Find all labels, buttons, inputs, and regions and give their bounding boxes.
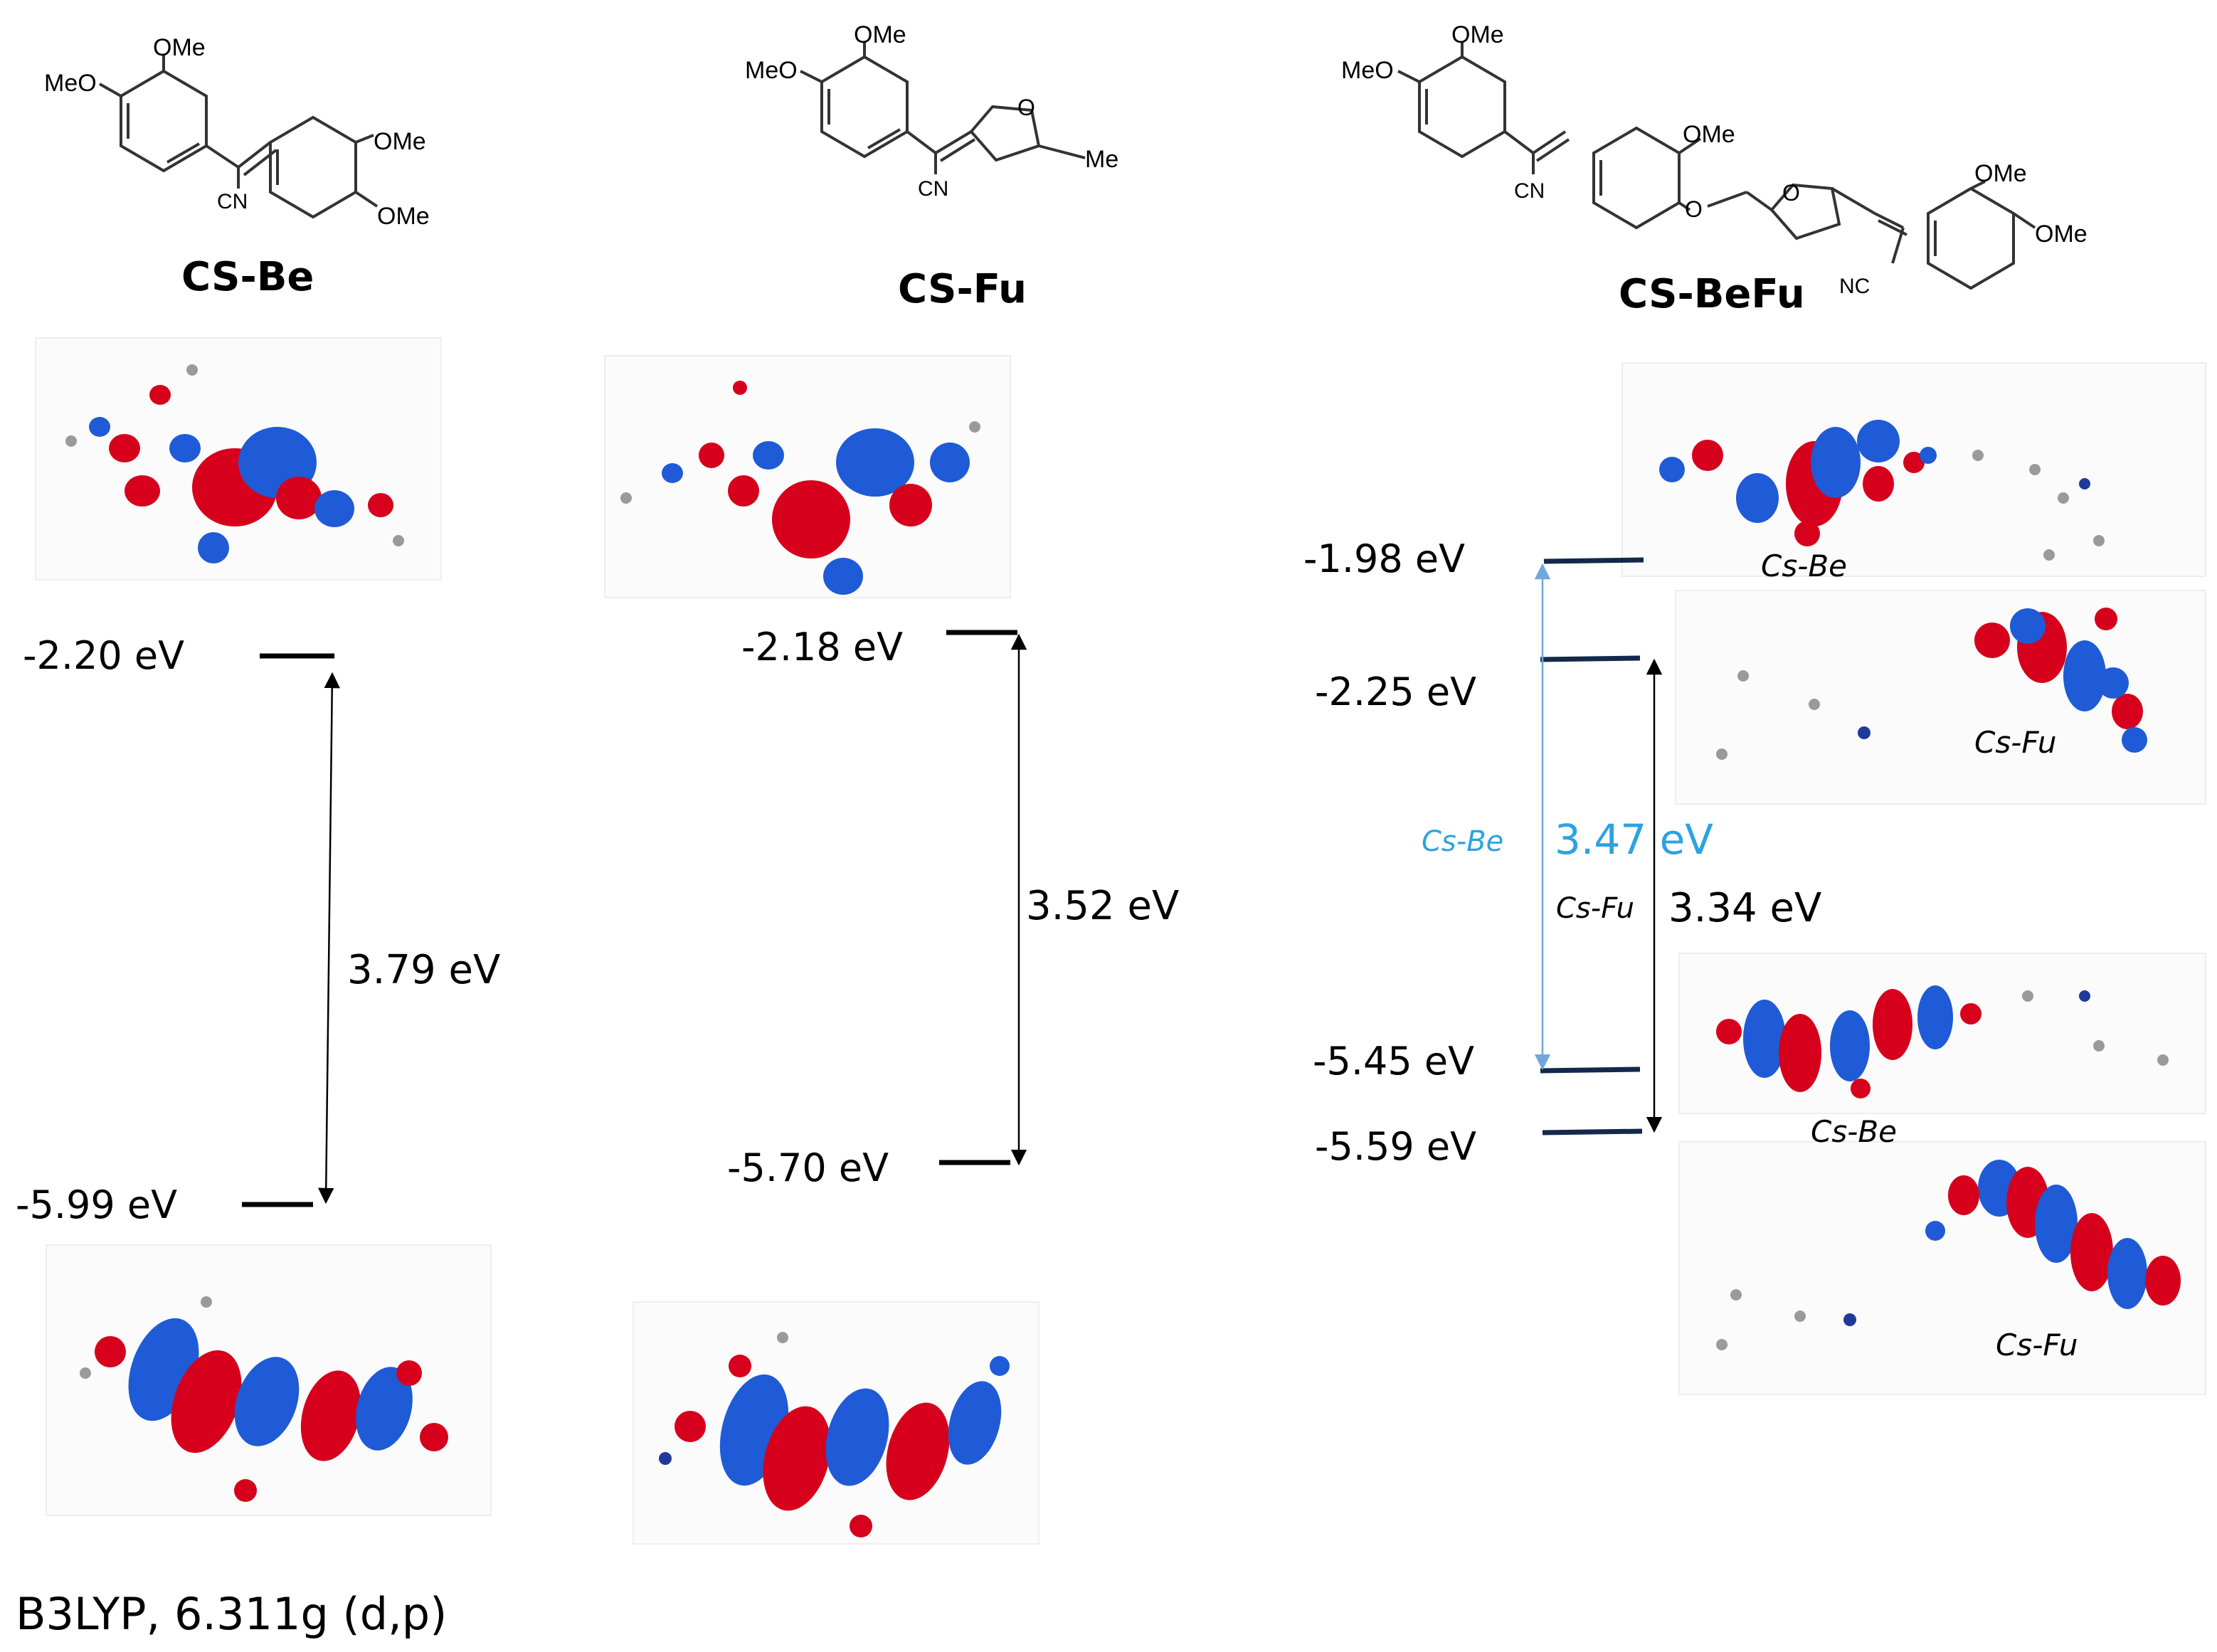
cs-befu-ome-top: OMe — [1451, 21, 1504, 48]
cs-befu-lumo-be-level — [1543, 557, 1644, 564]
cs-fu-homo-energy: -5.70 eV — [727, 1145, 889, 1190]
cs-be-meo-left: MeO — [44, 70, 97, 97]
cs-befu-homo-be-energy: -5.45 eV — [1313, 1039, 1474, 1084]
cs-befu-homo-be-level — [1540, 1066, 1641, 1074]
cs-befu-structure — [1397, 41, 2036, 290]
cs-befu-lumo-be-orbital — [1621, 362, 2206, 577]
cs-be-structure — [99, 55, 379, 219]
cs-befu-ome-mid: OMe — [1683, 121, 1735, 148]
cs-be-gap-value: 3.79 eV — [347, 947, 500, 993]
cs-fu-me: Me — [1085, 146, 1118, 173]
cs-be-lumo-energy: -2.20 eV — [23, 633, 184, 678]
cs-befu-fu-gap-label: Cs-Fu — [1556, 892, 1634, 925]
cs-befu-homo-fu-orbital — [1678, 1141, 2206, 1395]
cs-befu-homo-fu-level — [1542, 1128, 1643, 1135]
cs-befu-lumo-be-energy: -1.98 eV — [1303, 536, 1465, 581]
cs-be-ome-right-2: OMe — [377, 203, 430, 230]
cs-fu-gap-value: 3.52 eV — [1026, 883, 1179, 929]
cs-befu-homo-be-caption: Cs-Be — [1811, 1114, 1897, 1149]
cs-befu-nc: NC — [1839, 275, 1870, 298]
cs-befu-homo-fu-energy: -5.59 eV — [1315, 1124, 1476, 1169]
cs-befu-ether-o: O — [1685, 196, 1703, 222]
cs-befu-be-gap-value: 3.47 eV — [1555, 815, 1713, 864]
cs-befu-fu-gap-value: 3.34 eV — [1668, 885, 1821, 931]
cs-befu-title: CS-BeFu — [1619, 271, 1805, 317]
cs-befu-homo-fu-caption: Cs-Fu — [1996, 1328, 2078, 1362]
cs-befu-cn: CN — [1514, 179, 1545, 203]
cs-fu-lumo-energy: -2.18 eV — [741, 625, 903, 669]
cs-be-homo-orbital — [46, 1244, 492, 1516]
cs-befu-homo-be-orbital — [1678, 953, 2206, 1114]
method-label: B3LYP, 6.311g (d,p) — [16, 1588, 447, 1640]
cs-fu-title: CS-Fu — [898, 266, 1027, 312]
cs-be-gap-arrow — [317, 672, 341, 1204]
cs-be-homo-energy: -5.99 eV — [16, 1182, 177, 1227]
cs-fu-furan-o: O — [1017, 95, 1035, 120]
cs-befu-meo-left: MeO — [1341, 57, 1394, 84]
cs-be-ome-top: OMe — [153, 34, 206, 61]
cs-befu-ome-right-1: OMe — [1974, 160, 2027, 187]
cs-befu-be-gap-label: Cs-Be — [1422, 825, 1503, 858]
cs-be-lumo-orbital — [35, 337, 442, 581]
cs-befu-lumo-be-caption: Cs-Be — [1761, 549, 1847, 583]
cs-be-title: CS-Be — [181, 254, 314, 300]
cs-fu-homo-orbital — [633, 1301, 1039, 1545]
cs-befu-lumo-fu-orbital — [1675, 590, 2206, 805]
cs-befu-lumo-fu-caption: Cs-Fu — [1974, 725, 2056, 760]
cs-fu-meo-left: MeO — [745, 57, 798, 84]
cs-befu-furan-o: O — [1782, 180, 1800, 206]
cs-fu-lumo-orbital — [604, 355, 1011, 598]
cs-befu-ome-right-2: OMe — [2035, 221, 2088, 248]
cs-fu-cn: CN — [918, 177, 948, 201]
cs-be-ome-right-1: OMe — [374, 128, 426, 155]
cs-fu-structure — [800, 41, 1086, 174]
cs-fu-ome-top: OMe — [854, 21, 906, 48]
cs-befu-lumo-fu-energy: -2.25 eV — [1315, 669, 1476, 714]
cs-befu-lumo-fu-level — [1540, 655, 1641, 662]
cs-be-cn: CN — [217, 190, 248, 213]
